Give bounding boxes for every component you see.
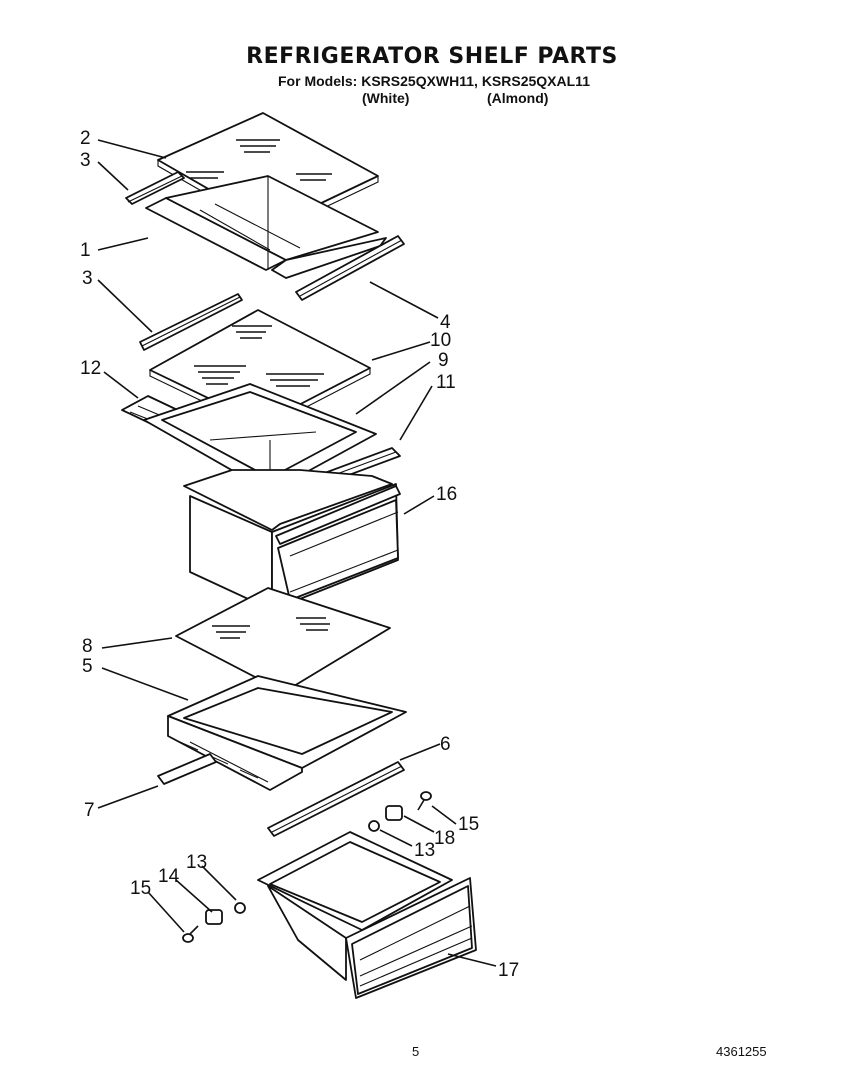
part-7-rail (157, 753, 217, 785)
part-9-shelf-frame (143, 383, 377, 493)
part-3-shelf-trim-upper (125, 171, 185, 205)
hardware-right (368, 791, 432, 832)
callout-12: 12 (80, 358, 101, 379)
callout-5: 5 (82, 656, 93, 677)
callout-3-upper: 3 (80, 150, 91, 171)
callout-10: 10 (430, 330, 451, 351)
callout-14: 14 (158, 866, 180, 887)
color-white-label: (White) (362, 90, 410, 106)
part-1-shelf-frame (145, 175, 387, 279)
callout-9: 9 (438, 350, 449, 371)
callout-7: 7 (84, 800, 95, 821)
part-3-shelf-trim-lower (139, 293, 243, 351)
callout-15-right: 15 (458, 814, 479, 835)
callout-13-left: 13 (186, 852, 207, 873)
part-8-glass-shelf (175, 587, 391, 693)
callout-8: 8 (82, 636, 93, 657)
callout-16: 16 (436, 484, 457, 505)
callout-11: 11 (436, 372, 456, 393)
callout-6: 6 (440, 734, 451, 755)
callout-2: 2 (80, 128, 91, 149)
document-number: 4361255 (716, 1044, 767, 1059)
part-10-glass-shelf (149, 309, 371, 431)
part-17-crisper-drawer (257, 831, 477, 999)
color-almond-label: (Almond) (487, 90, 549, 106)
callout-1: 1 (80, 240, 91, 261)
callout-15-left: 15 (130, 878, 151, 899)
hardware-left (182, 902, 246, 943)
callout-3-lower: 3 (82, 268, 93, 289)
part-16-crisper-pan (183, 469, 401, 611)
page-number: 5 (412, 1044, 420, 1059)
part-5-shelf-frame (167, 675, 407, 791)
leader-lines (97, 139, 497, 967)
models-line: For Models: KSRS25QXWH11, KSRS25QXAL11 (278, 73, 590, 89)
callout-18: 18 (434, 828, 455, 849)
page-title: REFRIGERATOR SHELF PARTS (246, 44, 618, 69)
part-4-shelf-trim-side (295, 235, 405, 301)
callout-17: 17 (498, 960, 519, 981)
part-6-rail (267, 761, 405, 837)
callout-13-right: 13 (414, 840, 435, 861)
callout-4: 4 (440, 312, 451, 333)
